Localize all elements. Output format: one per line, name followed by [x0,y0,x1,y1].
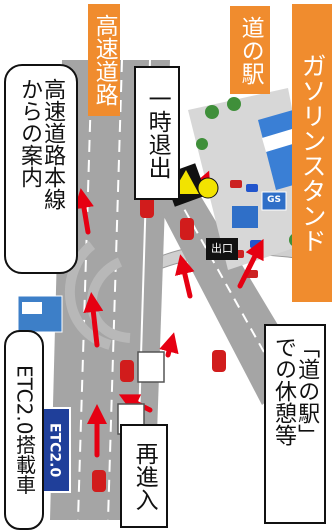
label-rest-line2: での休憩等 [271,336,296,446]
label-guidance-line1: 高速道路本線 [40,78,66,210]
label-reentry: 再進入 [120,424,168,528]
etc-logo-text: ETC2.0 [46,422,63,478]
guidance-sign-icon [17,295,63,333]
gas-station-building [232,206,258,228]
label-temporary-exit: 一時退出 [134,66,180,200]
gs-sign-icon [261,191,287,211]
label-gas-station: ガソリンスタンド [292,4,332,302]
label-rest: 「道の駅」 での休憩等 [264,324,326,524]
label-expressway: 高速道路 [88,4,120,116]
exit-sign-icon [206,238,238,260]
label-guidance: 高速道路本線 からの案内 [4,64,78,274]
label-etc-vehicle: ETC2.0搭載車 [4,330,44,530]
michi-no-eki-marker-icon [197,177,219,199]
route-cars [92,196,226,492]
exit-sign-text: 出口 [211,242,233,256]
label-rest-line1: 「道の駅」 [294,336,320,446]
gs-sign-text: GS [267,195,281,206]
label-michi-no-eki: 道の駅 [230,6,270,94]
label-guidance-line2: からの案内 [17,78,42,188]
